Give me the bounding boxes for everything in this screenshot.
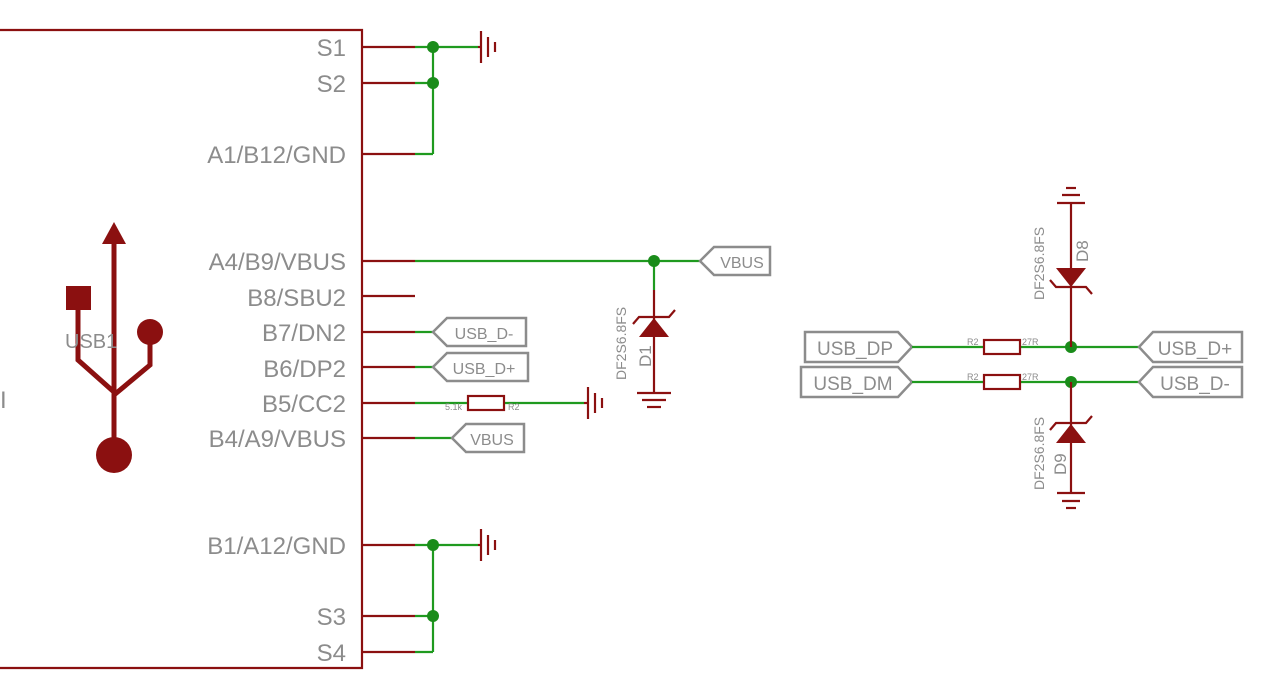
net-flag-usb-dp-conn [431,351,530,383]
dm-resistor-value: 27R [1022,372,1039,382]
junction-top-gnd-1 [427,41,439,53]
net-flag-usb-dm-out [1137,365,1244,399]
pin-a1b12gnd-label: A1/B12/GND [207,142,346,169]
bottom-gnd-wires [415,543,478,654]
pin-s1-label: S1 [317,35,346,62]
d8-zener-diode-icon [1049,203,1093,347]
d1-part-number: DF2S6.8FS [613,307,629,380]
cc-resistor-value: 5.1k [445,402,463,412]
bottom-ground-icon [478,529,497,561]
d9-designator: D9 [1051,453,1070,475]
net-flag-vbus-main [698,245,772,277]
cc-resistor-name: R2 [508,402,520,412]
net-label-usb-dm-conn: USB_D- [455,326,514,343]
pin-b8sbu2-label: B8/SBU2 [247,285,346,312]
net-label-usb-dm-in: USB_DM [813,374,892,395]
net-flag-usb-dm-in [799,365,914,399]
dm-resistor-name: R2 [967,372,979,382]
top-gnd-wires [415,45,478,156]
dp-resistor-name: R2 [967,337,979,347]
net-label-usb-dp-conn: USB_D+ [453,361,516,378]
d1-zener-diode-icon [632,290,676,393]
junction-vbus [648,255,660,267]
dp-series-resistor-icon [982,338,1022,356]
connector-body [0,28,364,670]
d9-ground-icon [1057,491,1085,510]
d9-part-number: DF2S6.8FS [1031,417,1047,490]
junction-bottom-gnd-2 [427,610,439,622]
junction-bottom-gnd-1 [427,539,439,551]
pin-b4a9vbus-label: B4/A9/VBUS [209,426,346,453]
d9-zener-diode-icon [1049,382,1093,493]
usb-logo-icon [66,222,163,473]
top-ground-icon [478,31,497,63]
net-flag-usb-dp-out [1137,330,1244,364]
pin-s2-label: S2 [317,71,346,98]
pin-s3-label: S3 [317,604,346,631]
net-flag-usb-dm-conn [431,316,528,348]
net-label-usb-dp-in: USB_DP [817,339,893,360]
pin-a4b9vbus-label: A4/B9/VBUS [209,249,346,276]
net-label-vbus-main: VBUS [720,255,764,272]
pin-b1a12gnd-label: B1/A12/GND [207,533,346,560]
cc2-net [415,394,584,412]
d8-ground-icon [1057,186,1085,205]
pin-b7dn2-label: B7/DN2 [262,320,346,347]
pin-b6dp2-label: B6/DP2 [263,356,346,383]
d8-part-number: DF2S6.8FS [1031,227,1047,300]
dm-series-resistor-icon [982,373,1022,391]
d1-ground-icon [637,391,671,409]
net-flag-usb-dp-in [803,330,914,364]
junction-top-gnd-2 [427,77,439,89]
pin-s4-label: S4 [317,640,346,667]
net-label-usb-dp-out: USB_D+ [1158,339,1232,360]
net-label-usb-dm-out: USB_D- [1160,374,1230,395]
d1-designator: D1 [636,345,655,367]
connector-edge-mark: I [0,387,7,414]
d8-designator: D8 [1073,240,1092,262]
cc-resistor-body-icon [466,394,506,412]
pin-stubs [362,45,415,654]
cc-ground-icon [584,387,604,419]
connector-designator: USB1 [65,331,117,353]
pin-b5cc2-label: B5/CC2 [262,391,346,418]
dp-resistor-value: 27R [1022,337,1039,347]
dp-dm-series-wires [912,345,1139,384]
net-flag-vbus-b4 [450,422,526,454]
net-label-vbus-b4: VBUS [470,432,514,449]
